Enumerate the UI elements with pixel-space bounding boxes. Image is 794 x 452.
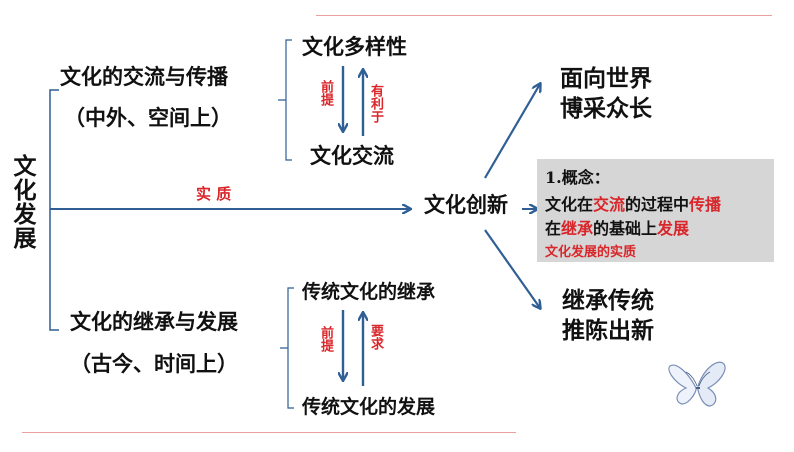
concept-text: 在 [545,219,562,238]
concept-keyword-spread: 传播 [689,195,722,214]
upper-bottom-item: 文化交流 [310,144,394,168]
concept-line-inherit: 在继承的基础上发展 [545,215,689,239]
outcome-top-line1: 面向世界 [560,66,652,92]
upper-branch-subtitle: （中外、空间上） [64,106,232,130]
culture-innovation-node: 文化创新 [424,193,508,217]
lower-branch-subtitle: （古今、时间上） [70,352,238,376]
top-divider-line [316,15,772,16]
lower-bracket [280,287,294,409]
concept-heading: 1.概念： [545,168,610,187]
concept-keyword-exchange: 交流 [593,195,626,214]
concept-line-exchange: 文化在交流的过程中传播 [545,191,721,215]
upper-top-item: 文化多样性 [302,35,407,59]
concept-keyword-inherit: 继承 [561,219,594,238]
upper-branch-title: 文化的交流与传播 [60,65,228,89]
diagonal-up-arrow [484,84,540,179]
concept-box: 1.概念： 文化在交流的过程中传播 在继承的基础上发展 文化发展的实质 [537,159,774,262]
bottom-divider-line [22,432,516,433]
lower-down-label: 前提 [318,326,333,352]
outcome-bottom-line2: 推陈出新 [562,318,654,344]
upper-bracket [278,39,292,161]
lower-up-label: 要求 [368,324,383,350]
concept-text: 的基础上 [593,219,658,238]
butterfly-icon [668,361,726,407]
concept-keyword-develop: 发展 [657,219,690,238]
lower-bottom-item: 传统文化的发展 [302,396,436,418]
diagonal-down-arrow [484,229,540,308]
lower-top-item: 传统文化的继承 [302,281,436,303]
concept-essence-line: 文化发展的实质 [545,245,637,260]
lower-branch-title: 文化的继承与发展 [70,310,238,334]
outcome-top-line2: 博采众长 [560,96,652,122]
concept-text: 的过程中 [625,195,690,214]
upper-down-label: 前提 [318,80,333,106]
root-label: 文化发展 [9,154,35,250]
outcome-bottom-line1: 继承传统 [562,288,654,314]
essence-label: 实 质 [196,185,232,203]
concept-text: 文化在 [545,195,594,214]
upper-up-label: 有利于 [368,84,383,123]
